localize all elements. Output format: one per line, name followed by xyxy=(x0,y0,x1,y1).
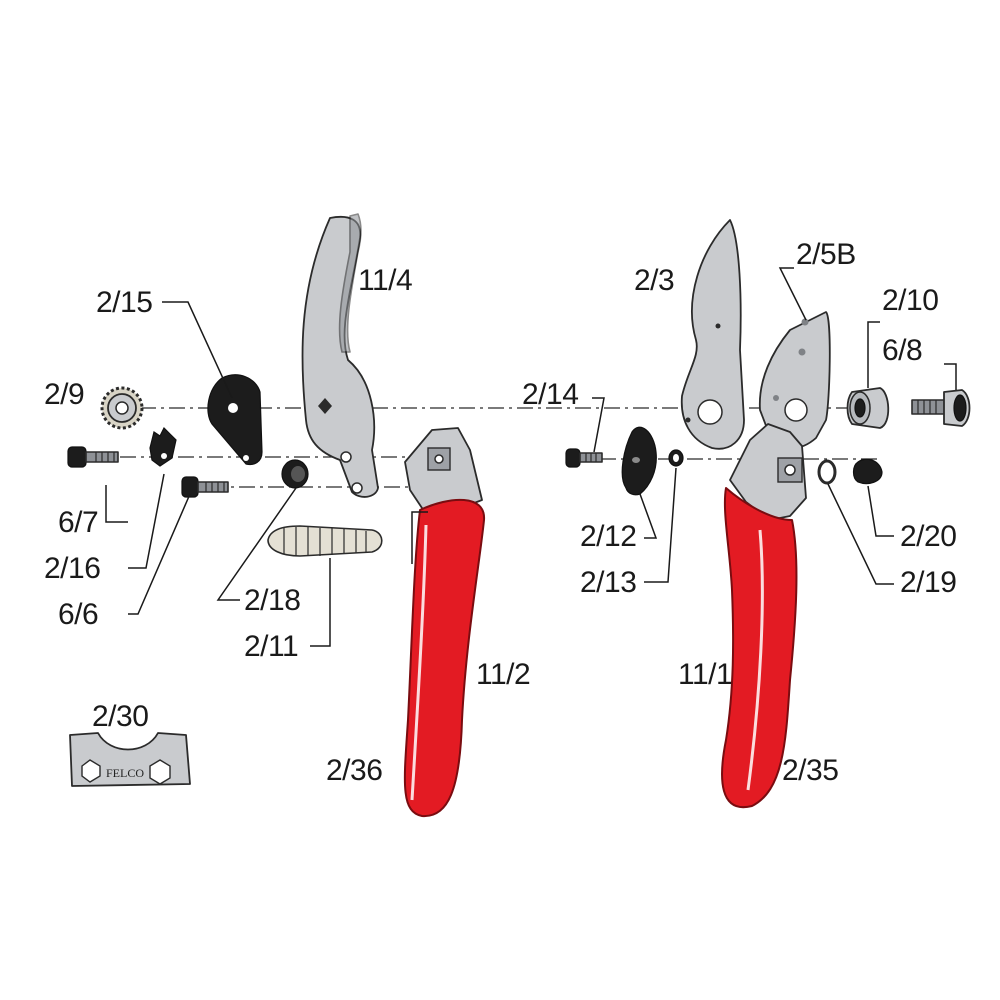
leader-lines xyxy=(105,267,957,647)
label-2-11: 2/11 xyxy=(244,630,298,663)
left-handle-part xyxy=(403,427,486,818)
label-2-13: 2/13 xyxy=(580,566,636,599)
label-6-7: 6/7 xyxy=(58,506,98,539)
label-2-19: 2/19 xyxy=(900,566,956,599)
toothed-nut-part xyxy=(100,386,144,430)
label-6-8: 6/8 xyxy=(882,334,922,367)
part-labels: 11/4 2/15 2/9 6/7 2/16 6/6 2/18 2/11 11/… xyxy=(44,238,957,787)
label-2-35: 2/35 xyxy=(782,754,838,787)
bolt-part-6-6 xyxy=(181,476,229,498)
label-2-20: 2/20 xyxy=(900,520,956,553)
label-11-1: 11/1 xyxy=(678,658,732,691)
label-2-14: 2/14 xyxy=(522,378,578,411)
black-clip-part xyxy=(621,426,657,496)
spring-part xyxy=(267,525,383,557)
wrench-part: FELCO xyxy=(69,732,191,787)
washer-part-2-13 xyxy=(668,449,684,467)
label-2-10: 2/10 xyxy=(882,284,938,317)
label-2-3: 2/3 xyxy=(634,264,674,297)
label-6-6: 6/6 xyxy=(58,598,98,631)
label-2-18: 2/18 xyxy=(244,584,300,617)
bolt-part-6-7 xyxy=(67,446,119,468)
black-plate-part xyxy=(207,374,263,466)
label-2-36: 2/36 xyxy=(326,754,382,787)
cutting-blade-part xyxy=(680,219,745,450)
label-2-30: 2/30 xyxy=(92,700,148,733)
ring-part xyxy=(817,459,837,485)
label-11-2: 11/2 xyxy=(476,658,530,691)
right-handle-part xyxy=(721,423,807,809)
label-2-12: 2/12 xyxy=(580,520,636,553)
small-toothed-part xyxy=(149,426,177,467)
wrench-brand-text: FELCO xyxy=(106,766,144,780)
label-2-16: 2/16 xyxy=(44,552,100,585)
upper-blade-part xyxy=(301,213,379,498)
screw-part-2-14 xyxy=(565,448,603,468)
bushing-part xyxy=(846,387,890,429)
small-nut-part xyxy=(281,459,309,489)
cap-nut-part xyxy=(852,458,883,485)
label-2-5B: 2/5B xyxy=(796,238,856,271)
label-11-4: 11/4 xyxy=(358,264,412,297)
label-2-9: 2/9 xyxy=(44,378,84,411)
bolt-part-6-8 xyxy=(911,389,971,427)
label-2-15: 2/15 xyxy=(96,286,152,319)
